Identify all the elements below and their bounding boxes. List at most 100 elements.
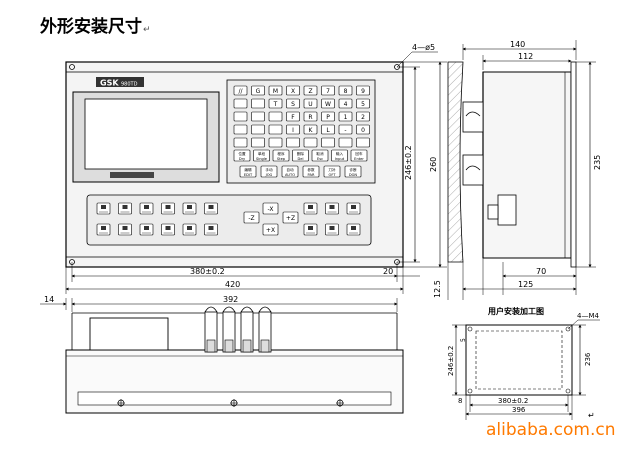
keypad-key[interactable]: K [303, 124, 318, 135]
keypad-key[interactable]: L [321, 124, 335, 135]
operation-button[interactable] [303, 223, 318, 236]
keypad-key[interactable]: R [303, 111, 318, 122]
logo-text: GSK [100, 79, 119, 88]
keypad-key[interactable]: F [286, 111, 300, 122]
jog-button[interactable]: -X [262, 202, 279, 215]
dim-front-holes: 4—ø5 [412, 43, 435, 52]
operation-button[interactable] [118, 202, 132, 215]
keypad-key[interactable]: 2 [356, 111, 370, 122]
operation-button[interactable] [139, 223, 154, 236]
operation-button[interactable] [346, 202, 361, 215]
dim-side-depth-bottom: 125 [518, 280, 533, 289]
keypad-key[interactable]: U [303, 98, 318, 109]
keypad-key-label: S [291, 101, 295, 108]
operation-button[interactable] [303, 202, 318, 215]
keypad-key-label: 0 [361, 127, 365, 134]
function-key-cn: 删除 [297, 151, 305, 156]
jog-button[interactable]: -Z [243, 211, 260, 224]
jog-button[interactable]: +Z [282, 211, 299, 224]
keypad-key[interactable] [338, 137, 353, 148]
keypad-key[interactable]: W [321, 98, 335, 109]
side-body [482, 71, 572, 259]
keypad-key[interactable] [233, 98, 248, 109]
keypad-key[interactable] [268, 124, 283, 135]
keypad-key[interactable] [356, 137, 370, 148]
keypad-key[interactable]: // [233, 85, 248, 96]
cutout-view: 用户安装加工图 4—M4 246±0.2 5 236 [447, 306, 600, 420]
keypad-key[interactable]: 0 [356, 124, 370, 135]
keypad-key[interactable]: - [338, 124, 353, 135]
jog-button-label: -Z [248, 215, 254, 222]
page-title: 外形安装尺寸↵ [40, 12, 151, 37]
keypad-key[interactable]: M [268, 85, 283, 96]
keypad-key[interactable]: G [251, 85, 265, 96]
keypad-key[interactable] [251, 137, 265, 148]
operation-button[interactable] [96, 223, 111, 236]
keypad-key[interactable]: 9 [356, 85, 370, 96]
bottom-screws [117, 399, 344, 407]
operation-button[interactable] [204, 202, 218, 215]
keypad-key[interactable]: X [286, 85, 300, 96]
mode-key-en: JOG [265, 173, 273, 177]
keypad-key[interactable]: 4 [338, 98, 353, 109]
operation-button[interactable] [325, 223, 339, 236]
keypad-key[interactable]: S [286, 98, 300, 109]
dim-front-height-inner: 246±0.2 [404, 145, 413, 180]
keypad-key[interactable] [268, 137, 283, 148]
keypad-key-label: I [292, 127, 294, 134]
keypad-key[interactable]: T [268, 98, 283, 109]
operation-button[interactable] [182, 202, 197, 215]
operation-button[interactable] [204, 223, 218, 236]
keypad-key[interactable]: 1 [338, 111, 353, 122]
operation-button[interactable] [96, 202, 111, 215]
function-key-cn: 位置 [238, 151, 246, 156]
dim-bottom-width: 392 [223, 295, 238, 304]
operation-button[interactable] [161, 202, 175, 215]
dim-cutout-height-outer: 236 [584, 352, 592, 366]
keypad-key[interactable]: 7 [321, 85, 335, 96]
operation-button[interactable] [161, 223, 175, 236]
keypad-key[interactable] [233, 111, 248, 122]
keypad-key[interactable]: 5 [356, 98, 370, 109]
wall-hatch [447, 61, 464, 263]
operation-button[interactable] [325, 202, 339, 215]
keypad-key[interactable] [233, 124, 248, 135]
dim-side-offset: 12.5 [433, 280, 442, 298]
operation-button[interactable] [346, 223, 361, 236]
operation-button[interactable] [182, 223, 197, 236]
keypad-key[interactable]: I [286, 124, 300, 135]
keypad-key[interactable] [303, 137, 318, 148]
logo-sub-text: 980TD [121, 82, 138, 88]
keypad-key[interactable] [268, 111, 283, 122]
keypad-key[interactable] [233, 137, 248, 148]
operation-button[interactable] [139, 202, 154, 215]
keypad-key-label: // [238, 88, 243, 95]
keypad-key-label: P [326, 114, 330, 121]
jog-button[interactable]: +X [262, 223, 279, 236]
keypad-key[interactable] [286, 137, 300, 148]
keypad-key-label: 7 [326, 88, 330, 95]
mode-key-en: PAR [308, 173, 315, 177]
keypad-key[interactable]: Z [303, 85, 318, 96]
operation-button[interactable] [118, 223, 132, 236]
keypad-key[interactable] [251, 124, 265, 135]
keypad-key[interactable] [251, 111, 265, 122]
keypad-key[interactable] [251, 98, 265, 109]
mode-key-cn: 诊断 [349, 167, 357, 172]
keypad-key[interactable]: 8 [338, 85, 353, 96]
keypad-key[interactable]: P [321, 111, 335, 122]
keypad-key[interactable] [321, 137, 335, 148]
